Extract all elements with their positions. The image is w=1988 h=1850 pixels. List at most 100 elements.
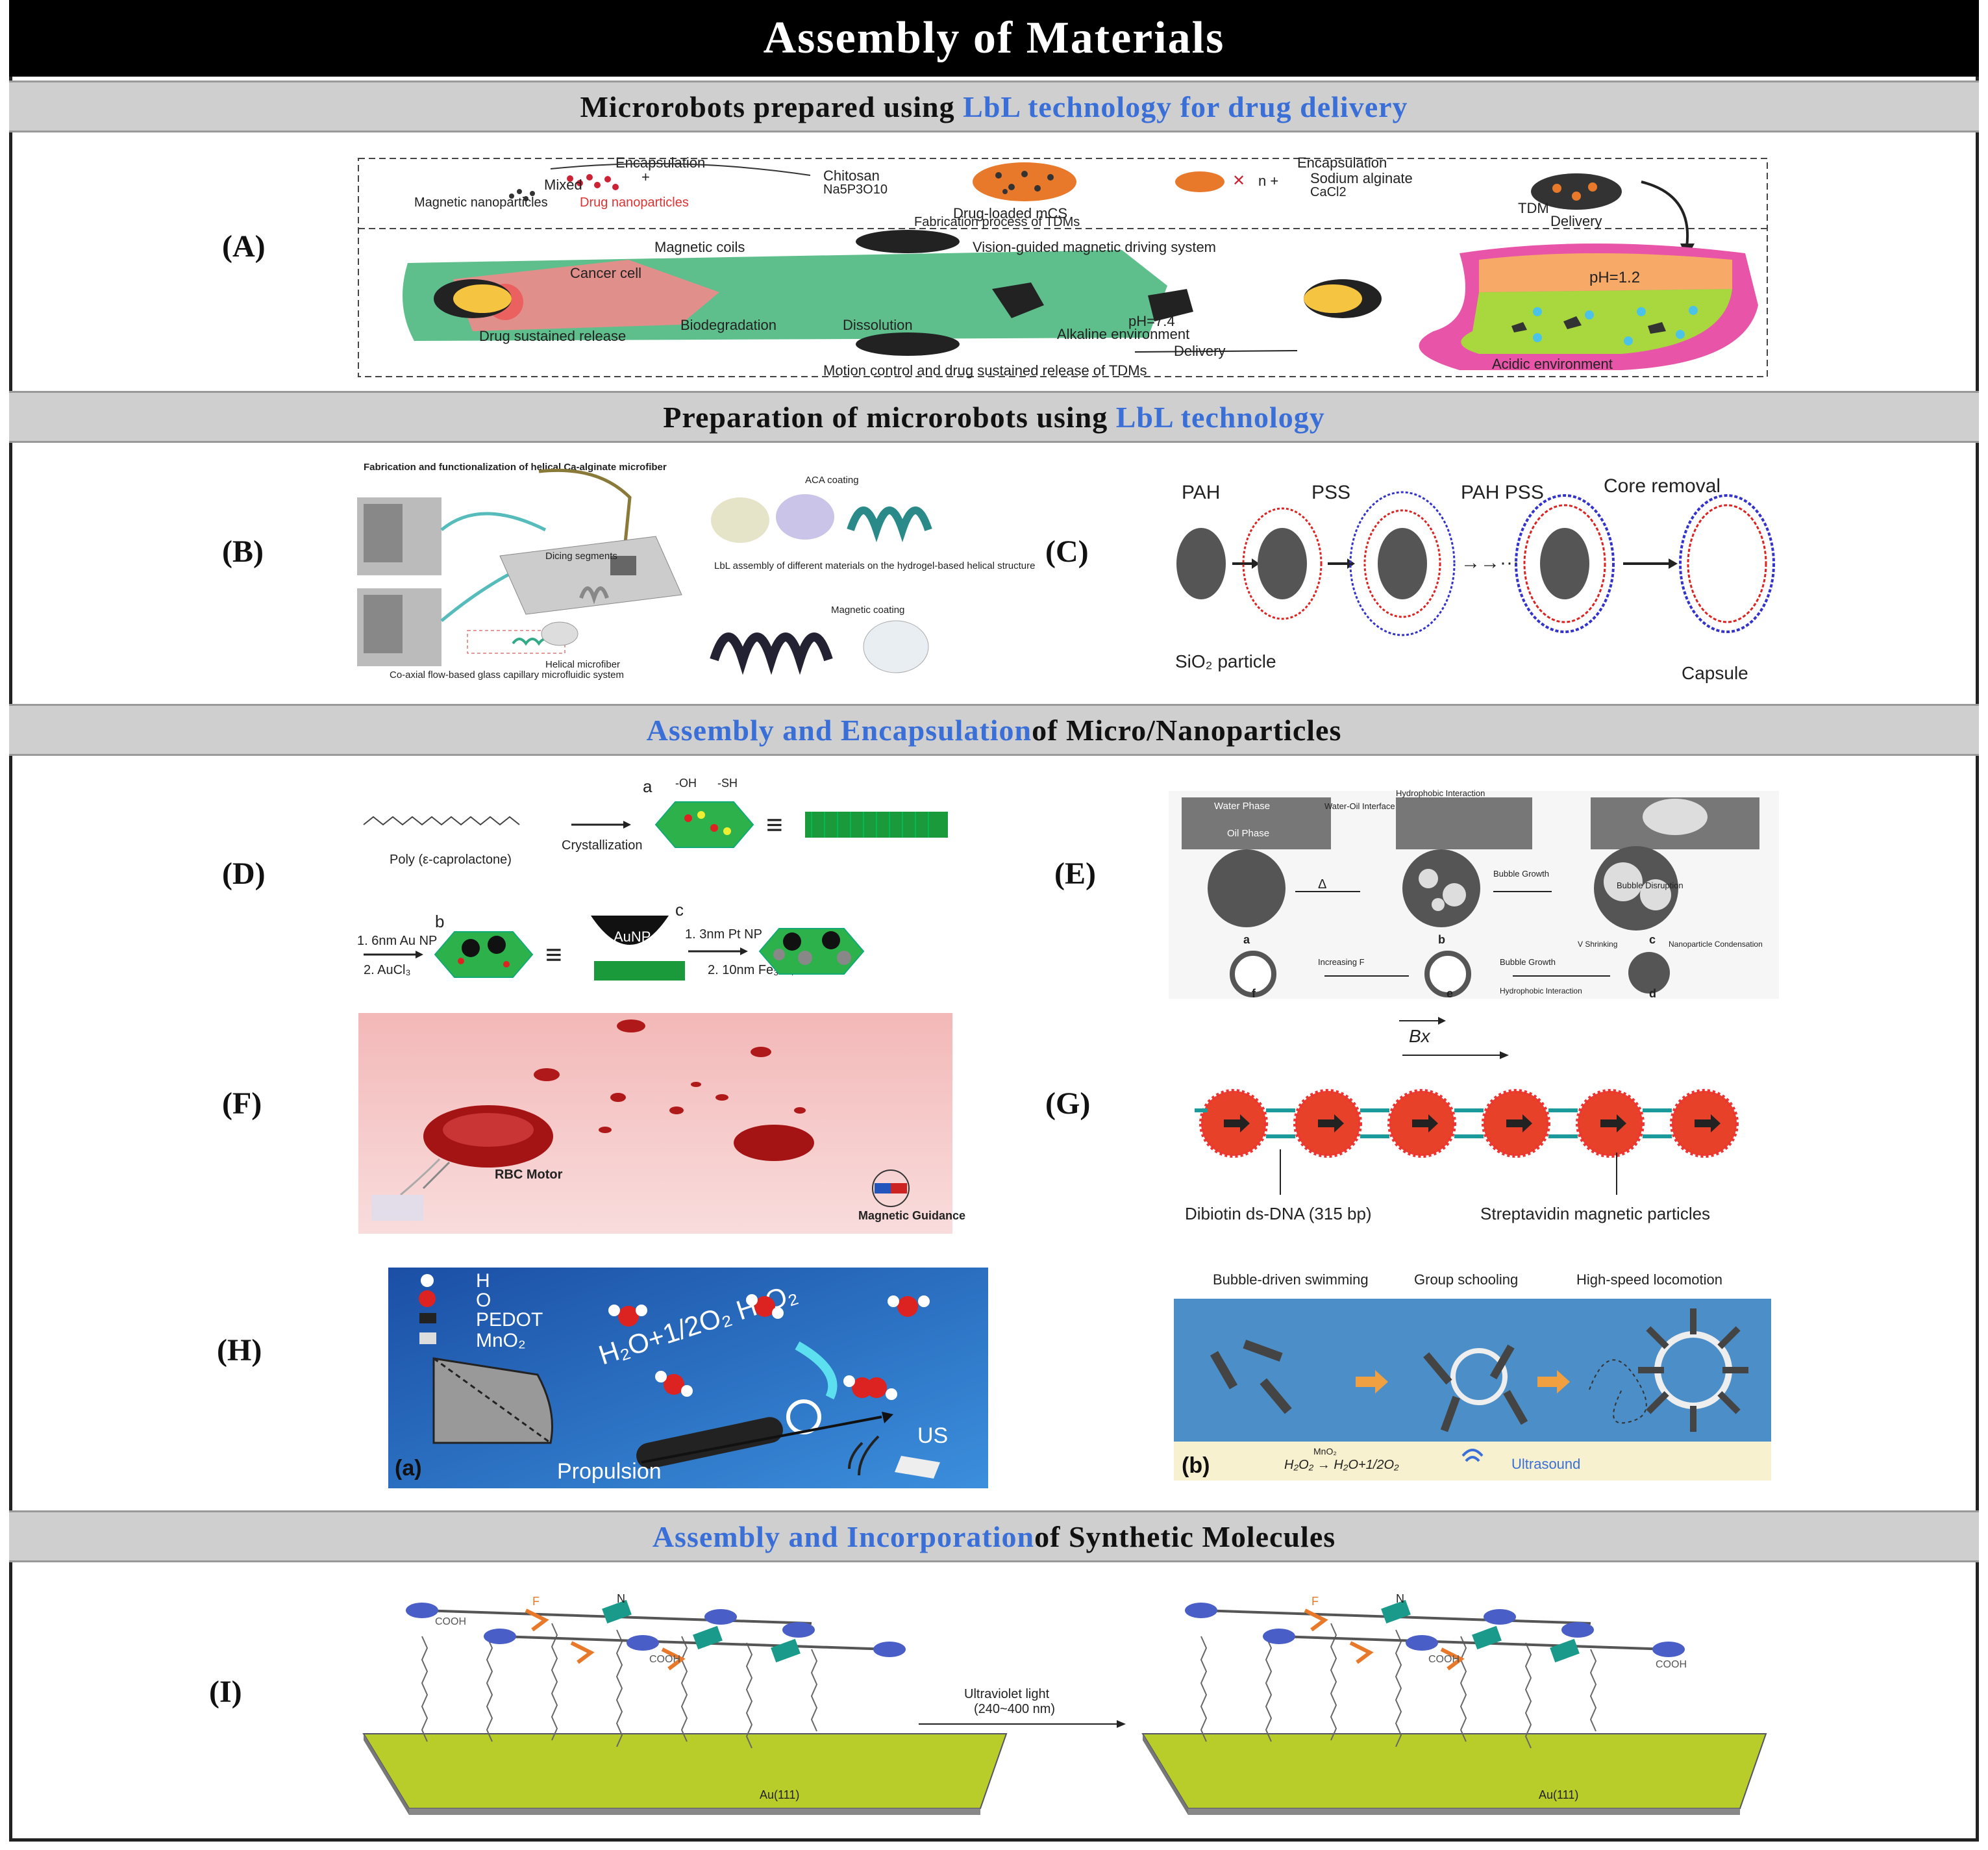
panel-B-helical-microfiber-diagram: Fabrication and functionalization of hel…	[357, 462, 1035, 681]
C-pah: PAH	[1182, 482, 1220, 503]
I-cooh-1: COOH	[435, 1616, 466, 1627]
H-a: (a)	[395, 1456, 422, 1481]
I-n-1: N	[617, 1592, 625, 1605]
H-o: O	[476, 1290, 491, 1311]
section-2-text: Preparation of microrobots using	[663, 400, 1108, 434]
E-a: a	[1243, 933, 1250, 946]
label-A: (A)	[222, 229, 266, 264]
E-d: d	[1649, 987, 1656, 1000]
A-biodegradation: Biodegradation	[680, 317, 777, 333]
B-fab-title: Fabrication and functionalization of hel…	[364, 462, 667, 473]
H-prop: Propulsion	[557, 1459, 662, 1484]
G-strept: Streptavidin magnetic particles	[1480, 1204, 1710, 1223]
I-n-2: N	[1396, 1592, 1404, 1605]
panel-C-lbl-capsule-diagram: PAH PSS PAH PSS Core removal →→··· SiO₂ …	[1175, 475, 1775, 683]
I-au-left: Au(111)	[760, 1788, 799, 1801]
section-1-text: Microrobots prepared using	[580, 90, 955, 123]
section-header-4: Assembly and Incorporation of Synthetic …	[9, 1510, 1979, 1562]
svg-text:≡: ≡	[766, 809, 783, 841]
panel-F-rbc-motor: RBC Motor Magnetic Guidance	[358, 1013, 965, 1234]
H-mno2-b: MnO₂	[1313, 1446, 1337, 1456]
page-title: Assembly of Materials	[9, 0, 1979, 77]
panel-H-a-pedot-propulsion: H O PEDOT MnO₂ H₂O+1/2O₂ H₂O₂ (a) Propul…	[388, 1268, 988, 1488]
svg-text:✕: ✕	[1232, 172, 1245, 190]
svg-text:n +: n +	[1258, 173, 1278, 189]
A-encapsulation-1: Encapsulation	[615, 155, 705, 171]
B-magnetic: Magnetic coating	[831, 605, 904, 616]
label-B: (B)	[222, 534, 264, 569]
I-f-1: F	[532, 1595, 540, 1608]
C-sio2: SiO₂ particle	[1175, 651, 1276, 671]
B-coaxial: Co-axial flow-based glass capillary micr…	[390, 669, 624, 681]
E-np-cond: Nanoparticle Condensation	[1669, 940, 1763, 949]
D-aunp: AuNP	[614, 929, 651, 945]
B-helical: Helical microfiber	[545, 659, 620, 670]
label-C: (C)	[1045, 534, 1089, 569]
G-dna: Dibiotin ds-DNA (315 bp)	[1185, 1204, 1372, 1223]
panel-A-drug-delivery-diagram: Mixed Encapsulation + Chitosan Na5P3O10 …	[358, 155, 1768, 379]
label-H: (H)	[217, 1333, 262, 1368]
I-f-2: F	[1311, 1595, 1319, 1608]
A-vision: Vision-guided magnetic driving system	[973, 239, 1216, 255]
H-ultrasound: Ultrasound	[1511, 1456, 1580, 1472]
section-3-highlight: Assembly and Encapsulation	[646, 713, 1032, 747]
H-h: H	[476, 1270, 490, 1292]
A-mixed: Mixed	[544, 177, 582, 193]
label-E: (E)	[1054, 856, 1096, 891]
section-4-highlight: Assembly and Incorporation	[652, 1519, 1035, 1553]
A-magnetic-coils: Magnetic coils	[654, 239, 745, 255]
H-us: US	[917, 1423, 948, 1448]
A-acidic: Acidic environment	[1492, 356, 1613, 372]
C-capsule: Capsule	[1682, 663, 1748, 683]
D-pcl: Poly (ε-caprolactone)	[390, 853, 512, 867]
E-shrinking: V Shrinking	[1578, 940, 1617, 949]
F-rbc: RBC Motor	[495, 1168, 563, 1182]
E-delta: Δ	[1318, 877, 1326, 892]
H-b: (b)	[1182, 1453, 1210, 1478]
E-c: c	[1649, 933, 1656, 946]
I-cooh-4: COOH	[1428, 1654, 1460, 1665]
E-growth: Bubble Growth	[1493, 869, 1549, 879]
E-e: e	[1447, 987, 1453, 1000]
E-water: Water Phase	[1214, 801, 1270, 812]
I-cooh-3: COOH	[1656, 1659, 1687, 1670]
E-oil: Oil Phase	[1227, 828, 1269, 839]
A-motion: Motion control and drug sustained releas…	[823, 362, 1147, 379]
label-D: (D)	[222, 856, 266, 891]
B-lbl: LbL assembly of different materials on t…	[714, 560, 1035, 571]
section-header-1: Microrobots prepared using LbL technolog…	[9, 81, 1979, 132]
H-bubble: Bubble-driven swimming	[1213, 1271, 1369, 1288]
D-oh: -OH	[675, 777, 697, 790]
F-mag: Magnetic Guidance	[858, 1209, 965, 1222]
I-cooh-2: COOH	[649, 1654, 680, 1665]
D-b: b	[435, 912, 444, 931]
A-ph74: pH=7.4	[1128, 313, 1175, 329]
section-1-highlight: LbL technology for drug delivery	[963, 90, 1408, 123]
D-au1: 1. 6nm Au NP	[357, 934, 437, 948]
D-au2: 2. AuCl₃	[364, 963, 411, 977]
D-sh: -SH	[717, 777, 738, 790]
E-hydrophobic: Hydrophobic Interaction	[1396, 788, 1485, 798]
H-group: Group schooling	[1414, 1271, 1518, 1288]
I-uvnm: (240~400 nm)	[974, 1702, 1055, 1716]
E-growth-2: Bubble Growth	[1500, 957, 1556, 967]
I-au-right: Au(111)	[1539, 1788, 1578, 1801]
section-header-3: Assembly and Encapsulation of Micro/Nano…	[9, 704, 1979, 756]
E-f: f	[1252, 987, 1256, 1000]
B-aca: ACA coating	[805, 475, 859, 486]
A-cancer-cell: Cancer cell	[570, 265, 641, 281]
label-I: (I)	[209, 1675, 242, 1709]
D-pt1: 1. 3nm Pt NP	[685, 927, 762, 942]
section-4-text: of Synthetic Molecules	[1034, 1519, 1336, 1553]
A-cacl: CaCl2	[1310, 185, 1347, 199]
A-chitosan: Chitosan	[823, 168, 880, 184]
svg-text:≡: ≡	[545, 939, 562, 971]
A-alkaline: Alkaline environment	[1057, 326, 1189, 342]
label-G: (G)	[1045, 1086, 1091, 1121]
svg-text:→→···: →→···	[1461, 552, 1519, 573]
A-napo: Na5P3O10	[823, 182, 888, 197]
A-sodium-alginate: Sodium alginate	[1310, 170, 1413, 186]
panel-D-nanoparticle-assembly: Poly (ε-caprolactone) Crystallization a …	[357, 777, 948, 981]
E-disruption: Bubble Disruption	[1617, 881, 1684, 890]
I-uv: Ultraviolet light	[964, 1687, 1050, 1701]
